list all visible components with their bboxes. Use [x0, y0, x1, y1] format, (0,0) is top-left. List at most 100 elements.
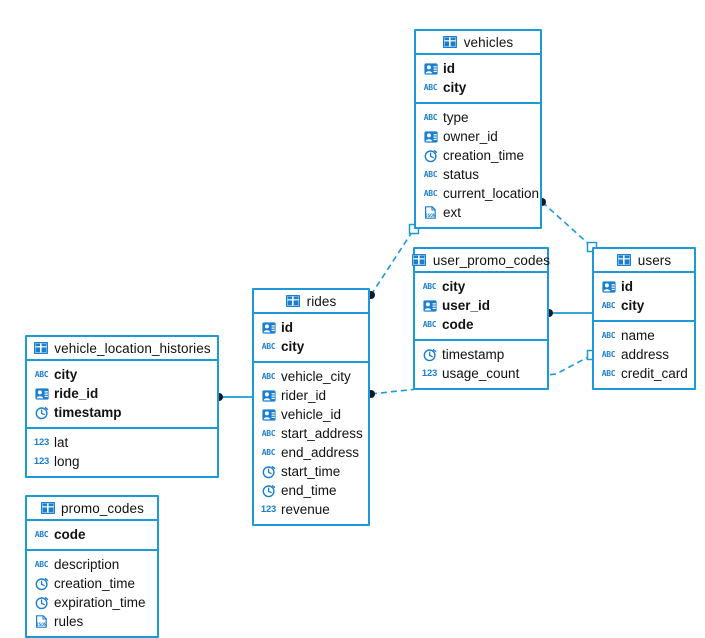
- clock-icon: [34, 595, 49, 610]
- column-row[interactable]: start_time: [254, 462, 368, 481]
- key-badge-icon: [422, 298, 437, 313]
- column-name: usage_count: [442, 365, 520, 381]
- column-row[interactable]: rider_id: [254, 386, 368, 405]
- column-row[interactable]: JSON ext: [416, 203, 540, 222]
- abc-text-icon: ABC: [422, 319, 437, 329]
- column-row[interactable]: creation_time: [27, 574, 157, 593]
- column-row[interactable]: timestamp: [415, 345, 547, 364]
- column-name: expiration_time: [54, 594, 146, 610]
- column-name: end_time: [281, 482, 337, 498]
- column-row[interactable]: expiration_time: [27, 593, 157, 612]
- column-row[interactable]: ABC start_address: [254, 424, 368, 443]
- table-header[interactable]: vehicle_location_histories: [27, 337, 217, 361]
- column-row[interactable]: ABC address: [594, 345, 694, 364]
- table-header[interactable]: user_promo_codes: [412, 249, 550, 273]
- abc-text-icon: ABC: [601, 368, 616, 378]
- table-icon: [412, 253, 427, 268]
- primary-key-row[interactable]: id: [594, 277, 694, 296]
- column-name: rider_id: [281, 387, 327, 403]
- column-row[interactable]: vehicle_id: [254, 405, 368, 424]
- number-icon: 123: [260, 503, 277, 515]
- table-header[interactable]: rides: [254, 290, 368, 314]
- clock-icon: [34, 405, 49, 420]
- table-icon: [33, 341, 48, 356]
- column-name: address: [621, 346, 670, 362]
- column-name: creation_time: [443, 147, 525, 163]
- table-header[interactable]: users: [594, 249, 694, 273]
- relationship-rel-vehicle-location-histories-rides[interactable]: [215, 393, 252, 401]
- key-badge-icon: [423, 129, 438, 144]
- primary-key-row[interactable]: user_id: [415, 296, 547, 315]
- primary-key-row[interactable]: timestamp: [27, 403, 217, 422]
- abc-text-icon: ABC: [261, 371, 276, 381]
- column-row[interactable]: owner_id: [416, 127, 540, 146]
- table-icon: [286, 294, 301, 309]
- table-title: rides: [306, 293, 337, 309]
- column-name: owner_id: [443, 128, 498, 144]
- primary-key-row[interactable]: id: [254, 318, 368, 337]
- column-name: vehicle_id: [281, 406, 342, 422]
- relationship-rel-vehicles-rides[interactable]: [367, 223, 420, 300]
- relationship-rel-vehicles-users[interactable]: [538, 198, 598, 253]
- column-name: type: [443, 109, 469, 125]
- abc-text-icon: ABC: [261, 428, 276, 438]
- column-name: timestamp: [442, 346, 505, 362]
- column-name: status: [443, 166, 480, 182]
- column-name: ext: [443, 204, 462, 220]
- table-icon: [40, 501, 55, 516]
- column-name: city: [443, 79, 467, 95]
- table-header[interactable]: promo_codes: [27, 497, 157, 521]
- table-icon: [443, 35, 458, 50]
- key-badge-icon: [261, 388, 276, 403]
- table-header[interactable]: vehicles: [416, 31, 540, 55]
- number-icon: 123: [33, 455, 50, 467]
- abc-text-icon: ABC: [601, 349, 616, 359]
- primary-key-row[interactable]: ride_id: [27, 384, 217, 403]
- column-row[interactable]: end_time: [254, 481, 368, 500]
- key-badge-icon: [261, 320, 276, 335]
- relationship-rel-user-promo-codes-users[interactable]: [545, 309, 592, 317]
- column-name: start_address: [281, 425, 363, 441]
- column-name: credit_card: [621, 365, 688, 381]
- primary-key-row[interactable]: id: [416, 59, 540, 78]
- column-row[interactable]: ABC credit_card: [594, 364, 694, 383]
- abc-text-icon: ABC: [422, 281, 437, 291]
- svg-text:JSON: JSON: [425, 213, 436, 219]
- column-name: id: [621, 278, 633, 294]
- number-icon: 123: [33, 436, 50, 448]
- column-row[interactable]: creation_time: [416, 146, 540, 165]
